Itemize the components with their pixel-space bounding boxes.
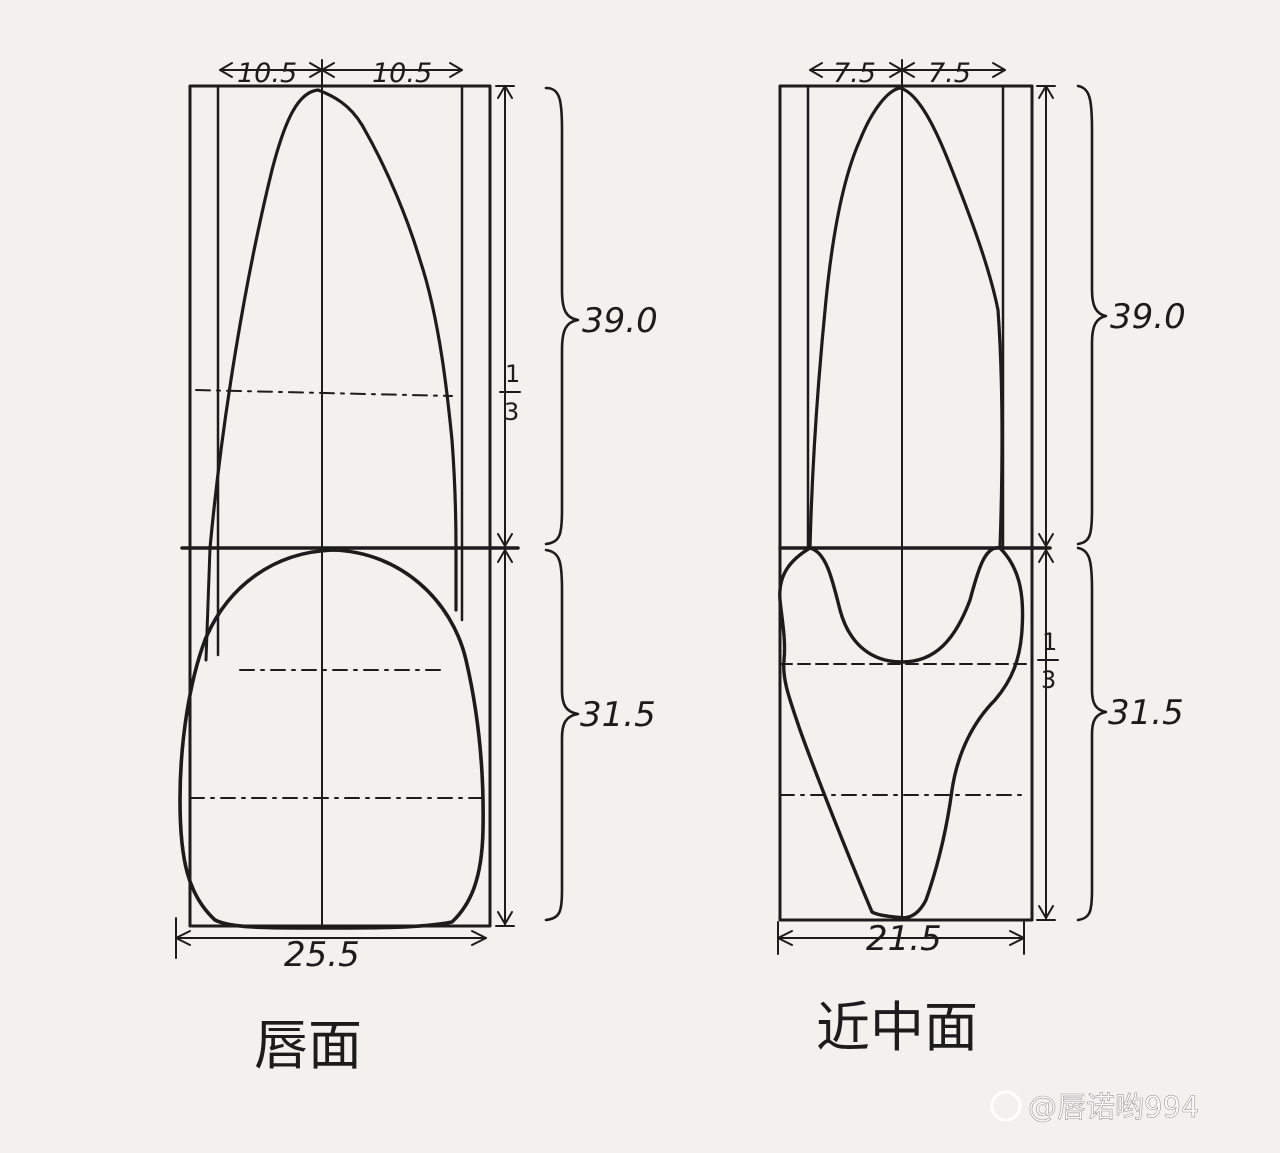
- labial-right-arrow-bottom: [495, 911, 515, 927]
- labial-root-brace: [544, 548, 580, 922]
- labial-crown-height: 39.0: [582, 301, 658, 341]
- labial-right-arrow-top: [495, 85, 515, 99]
- labial-outer-frame: [188, 84, 492, 928]
- labial-crown-outline: [178, 548, 485, 930]
- mesial-root-brace: [1076, 546, 1108, 922]
- labial-third-den: 3: [504, 398, 519, 426]
- mesial-crown-outline: [778, 546, 1025, 920]
- mesial-right-arrow-top: [1036, 85, 1056, 99]
- labial-bottom-arrow-left: [175, 930, 191, 946]
- labial-top-left-width: 10.5: [237, 58, 297, 89]
- watermark: @唇诺哟994: [990, 1090, 1200, 1124]
- mesial-top-right-width: 7.5: [928, 58, 971, 89]
- labial-root-left-lower: [204, 546, 212, 662]
- mesial-top-arrow-left: [809, 62, 823, 78]
- mesial-right-arrow-cej: [1038, 533, 1054, 563]
- mesial-root-outline: [808, 86, 1004, 550]
- labial-root-height: 31.5: [580, 695, 656, 735]
- mesial-top-arrow-mid: [889, 62, 915, 78]
- mesial-bottom-arrow-right: [1009, 930, 1025, 946]
- mesial-root-height: 31.5: [1108, 693, 1184, 733]
- mesial-top-left-width: 7.5: [833, 58, 876, 89]
- labial-bottom-width: 25.5: [284, 935, 360, 975]
- mesial-crown-brace: [1076, 84, 1108, 546]
- labial-top-arrow-right: [449, 62, 463, 78]
- labial-top-right-width: 10.5: [372, 58, 432, 89]
- labial-view-drawing: [175, 59, 580, 959]
- labial-root-outline: [208, 88, 458, 612]
- mesial-right-arrow-bottom: [1036, 905, 1056, 921]
- mesial-view-drawing: [777, 59, 1108, 955]
- mesial-third-num: 1: [1042, 628, 1057, 656]
- labial-root-third-line: [195, 389, 453, 397]
- watermark-text: @唇诺哟994: [1028, 1090, 1199, 1124]
- labial-bottom-arrow-right: [471, 930, 487, 946]
- mesial-third-den: 3: [1041, 666, 1056, 694]
- mesial-top-arrow-right: [992, 62, 1006, 78]
- mesial-bottom-arrow-left: [777, 930, 793, 946]
- mesial-bottom-width: 21.5: [866, 919, 942, 959]
- labial-third-num: 1: [505, 360, 520, 388]
- mesial-outer-frame: [778, 84, 1034, 922]
- labial-right-arrow-cej: [497, 533, 513, 563]
- labial-top-arrow-left: [219, 62, 233, 78]
- mesial-crown-height: 39.0: [1110, 297, 1186, 337]
- labial-top-arrow-mid: [309, 62, 335, 78]
- mesial-view-title: 近中面: [816, 996, 978, 1059]
- labial-crown-brace: [544, 86, 580, 546]
- labial-view-title: 唇面: [254, 1014, 362, 1077]
- watermark-logo-icon: [990, 1090, 1022, 1122]
